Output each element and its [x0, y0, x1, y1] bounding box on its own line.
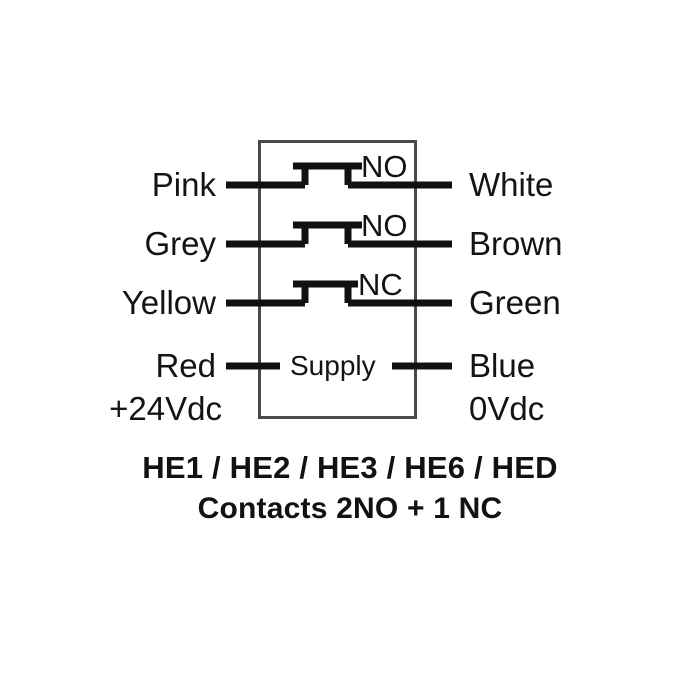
wire-label-left-1: Pink [151, 166, 216, 203]
wire-label-right-1: White [469, 166, 554, 203]
wire-label-left-4-sub: +24Vdc [109, 390, 222, 427]
caption-model-list: HE1 / HE2 / HE3 / HE6 / HED [142, 450, 558, 485]
circuit-row-1 [226, 162, 452, 189]
circuit-row-3 [226, 280, 452, 307]
wire-label-right-4: Blue [469, 347, 536, 384]
contact-tag-row-1: NO [361, 149, 408, 184]
circuit-row-2 [226, 221, 452, 248]
wire-label-left-3: Yellow [121, 284, 216, 321]
wire-label-left-4: Red [155, 347, 216, 384]
wire-label-right-2: Brown [469, 225, 563, 262]
device-body-outline [258, 140, 417, 419]
wire-label-right-4-sub: 0Vdc [469, 390, 545, 427]
wire-label-right-3: Green [469, 284, 561, 321]
wire-label-left-2: Grey [144, 225, 216, 262]
supply-label: Supply [290, 350, 376, 381]
caption-contact-config: Contacts 2NO + 1 NC [197, 492, 503, 525]
contact-tag-row-2: NO [361, 208, 408, 243]
contact-tag-row-3: NC [358, 267, 403, 302]
